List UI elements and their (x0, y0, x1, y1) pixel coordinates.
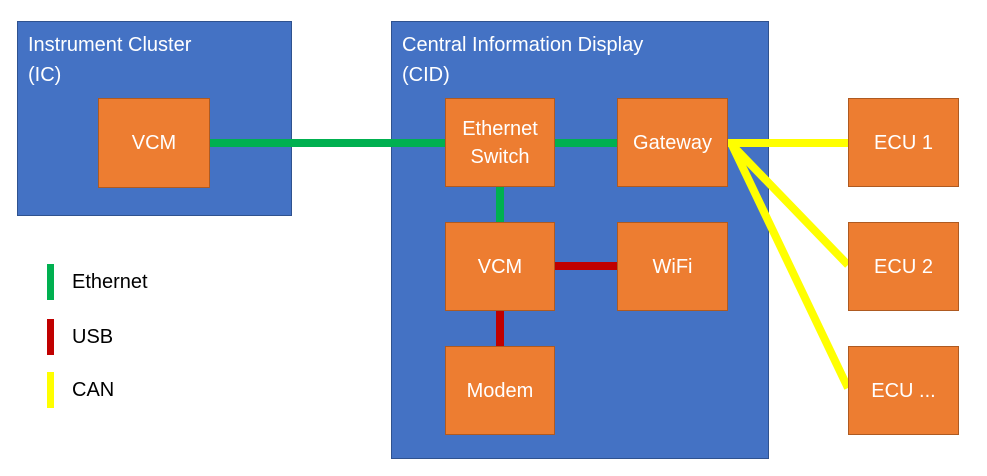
ic-vcm-node: VCM (98, 98, 210, 188)
instrument-cluster-title: Instrument Cluster (IC) (28, 34, 192, 86)
legend-usb-label: USB (72, 326, 114, 348)
can-link-gateway-ecu2 (729, 142, 851, 268)
wifi-node: WiFi (617, 222, 728, 311)
legend-can-swatch (47, 372, 54, 408)
legend-ethernet-swatch (47, 264, 54, 300)
modem-node: Modem (445, 346, 555, 435)
ethernet-switch-node: Ethernet Switch (445, 98, 555, 187)
can-link-gateway-ecu3 (728, 143, 852, 390)
cid-vcm-node: VCM (445, 222, 555, 311)
ecu3-node: ECU ... (848, 346, 959, 435)
central-information-display-title: Central Information Display (CID) (402, 34, 644, 86)
legend-ethernet-label: Ethernet (72, 271, 148, 293)
ecu1-node: ECU 1 (848, 98, 959, 187)
legend-can-label: CAN (72, 379, 115, 401)
gateway-node: Gateway (617, 98, 728, 187)
legend-usb-swatch (47, 319, 54, 355)
ecu2-node: ECU 2 (848, 222, 959, 311)
